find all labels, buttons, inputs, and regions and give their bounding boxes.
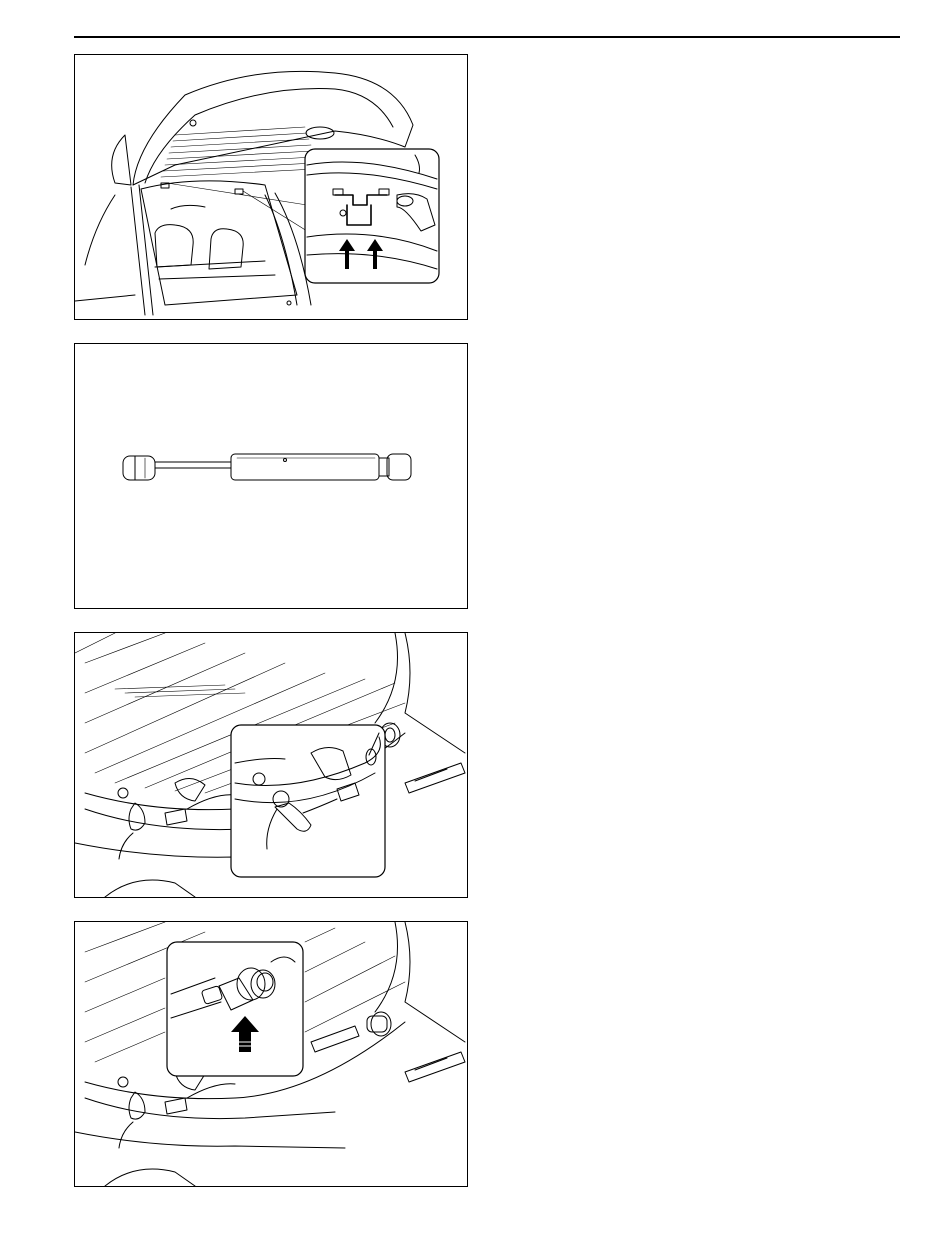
tailgate-interior-illustration <box>75 55 467 319</box>
figure-strut-ball-socket <box>74 921 468 1187</box>
figure-tailgate-interior <box>74 54 468 320</box>
header-rule <box>74 36 900 38</box>
bracket-detail-inset <box>305 149 439 283</box>
mount-detail-inset <box>231 725 385 877</box>
figure-strut-upper-mount <box>74 632 468 898</box>
figure-gas-strut <box>74 343 468 609</box>
socket-detail-inset <box>167 942 303 1076</box>
strut-ball-socket-illustration <box>75 922 467 1186</box>
strut-upper-mount-illustration <box>75 633 467 897</box>
gas-strut-illustration <box>75 344 467 608</box>
